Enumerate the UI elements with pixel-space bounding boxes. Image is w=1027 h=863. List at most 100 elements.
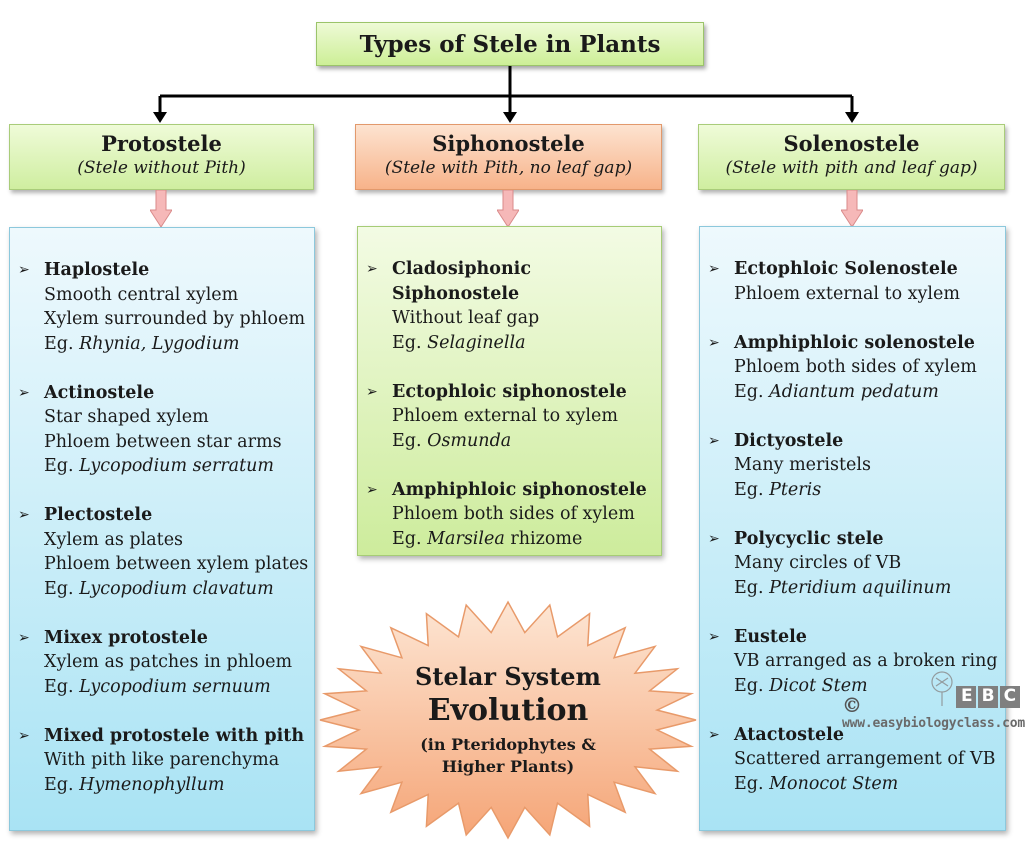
stele-description: With pith like parenchyma: [44, 750, 280, 770]
stele-example: Eg. Adiantum pedatum: [734, 380, 1005, 405]
stele-description: Without leaf gap: [392, 308, 540, 328]
stele-description: VB arranged as a broken ring: [734, 651, 998, 671]
diagram-title: Types of Stele in Plants: [316, 22, 704, 66]
example-prefix: Eg.: [734, 773, 770, 794]
example-species: Pteridium aquilinum: [769, 577, 952, 598]
bullet-arrow-icon: ➢: [18, 507, 30, 523]
example-species: Hymenophyllum: [79, 774, 225, 795]
header-siphonostele: Siphonostele (Stele with Pith, no leaf g…: [355, 124, 662, 190]
example-prefix: Eg.: [44, 333, 80, 354]
example-species: Osmunda: [427, 430, 512, 451]
example-prefix: Eg.: [734, 675, 770, 696]
bullet-arrow-icon: ➢: [18, 727, 30, 744]
stele-description: Xylem surrounded by phloem: [44, 309, 306, 329]
arrow-down-icon: [497, 190, 519, 228]
header-title: Protostele: [101, 131, 222, 156]
header-solenostele: Solenostele (Stele with pith and leaf ga…: [698, 124, 1005, 190]
example-prefix: Eg.: [734, 381, 770, 402]
stele-description: Xylem as plates: [44, 529, 184, 550]
example-species: Marsilea: [427, 528, 505, 549]
stele-description: Phloem external to xylem: [734, 283, 960, 304]
bullet-arrow-icon: ➢: [708, 261, 720, 277]
example-prefix: Eg.: [44, 578, 80, 599]
starburst-label: Stelar System Evolution (in Pteridophyte…: [318, 600, 698, 840]
burst-line1: Stelar System: [415, 662, 601, 691]
stele-type-name: Eustele: [734, 626, 807, 647]
stele-type-name: Amphiphloic solenostele: [734, 332, 975, 353]
burst-line4: Higher Plants): [441, 757, 575, 776]
starburst-shape: [319, 600, 697, 840]
stele-example: Eg. Hymenophyllum: [44, 773, 314, 798]
example-prefix: Eg.: [392, 332, 428, 353]
bullet-arrow-icon: ➢: [18, 629, 30, 646]
example-species: Pteris: [769, 479, 822, 500]
example-prefix: Eg.: [44, 774, 80, 795]
stele-example: Eg. Marsilea rhizome: [392, 527, 661, 552]
stele-description: Phloem external to xylem: [392, 406, 618, 426]
bullet-arrow-icon: ➢: [708, 530, 720, 547]
stele-type-name: Dictyostele: [734, 430, 844, 451]
stele-example: Eg. Lycopodium sernuum: [44, 675, 314, 700]
stele-example: Eg. Rhynia, Lygodium: [44, 332, 314, 357]
example-prefix: Eg.: [392, 430, 428, 451]
burst-line2: Evolution: [427, 693, 589, 728]
stele-example: Eg. Osmunda: [392, 429, 661, 454]
stele-type-name: Ectophloic siphonostele: [392, 381, 627, 402]
stele-example: Eg. Lycopodium serratum: [44, 454, 314, 479]
example-prefix: Eg.: [734, 577, 770, 598]
bullet-arrow-icon: ➢: [366, 481, 378, 498]
stele-example: Eg. Selaginella: [392, 331, 661, 356]
ebc-logo-icon: [931, 671, 1020, 708]
bullet-arrow-icon: ➢: [708, 726, 720, 743]
stele-type-name: Haplostele: [44, 260, 150, 280]
bullet-arrow-icon: ➢: [708, 334, 720, 351]
example-prefix: Eg.: [392, 528, 428, 549]
example-prefix: Eg.: [734, 479, 770, 500]
stele-example: Eg. Pteridium aquilinum: [734, 576, 1005, 601]
stele-description: Scattered arrangement of VB: [734, 749, 996, 769]
example-species: Lycopodium clavatum: [79, 578, 274, 599]
header-subtitle: (Stele without Pith): [77, 158, 246, 178]
stele-description: Many meristels: [734, 455, 871, 475]
bullet-arrow-icon: ➢: [18, 384, 30, 401]
arrow-down-icon: [841, 190, 863, 228]
header-subtitle: (Stele with pith and leaf gap): [725, 158, 978, 178]
bullet-arrow-icon: ➢: [18, 262, 30, 278]
header-subtitle: (Stele with Pith, no leaf gap): [384, 158, 633, 178]
header-title: Solenostele: [783, 131, 920, 156]
stele-type-name: Amphiphloic siphonostele: [392, 479, 647, 500]
bullet-arrow-icon: ➢: [366, 383, 378, 400]
watermark-url: www.easybiologyclass.com: [842, 716, 1026, 731]
example-prefix: Eg.: [44, 456, 80, 476]
stele-example: Eg. Pteris: [734, 478, 1005, 503]
bullet-arrow-icon: ➢: [366, 261, 378, 277]
example-species: Rhynia, Lygodium: [79, 333, 240, 354]
stele-description: Phloem both sides of xylem: [734, 357, 977, 377]
arrow-down-icon: [150, 190, 172, 228]
example-species: Lycopodium sernuum: [79, 676, 271, 697]
copyright-symbol: ©: [842, 693, 862, 717]
stele-description: Phloem between star arms: [44, 431, 282, 452]
stele-example: Eg. Dicot Stem: [734, 674, 1005, 699]
stele-type-name: Mixex protostele: [44, 627, 208, 648]
stele-type-name: Actinostele: [44, 382, 155, 403]
stele-description: Xylem as patches in phloem: [44, 652, 293, 672]
stele-description: Smooth central xylem: [44, 284, 239, 305]
example-species: Dicot Stem: [769, 675, 868, 696]
burst-line3: (in Pteridophytes &: [420, 735, 596, 754]
